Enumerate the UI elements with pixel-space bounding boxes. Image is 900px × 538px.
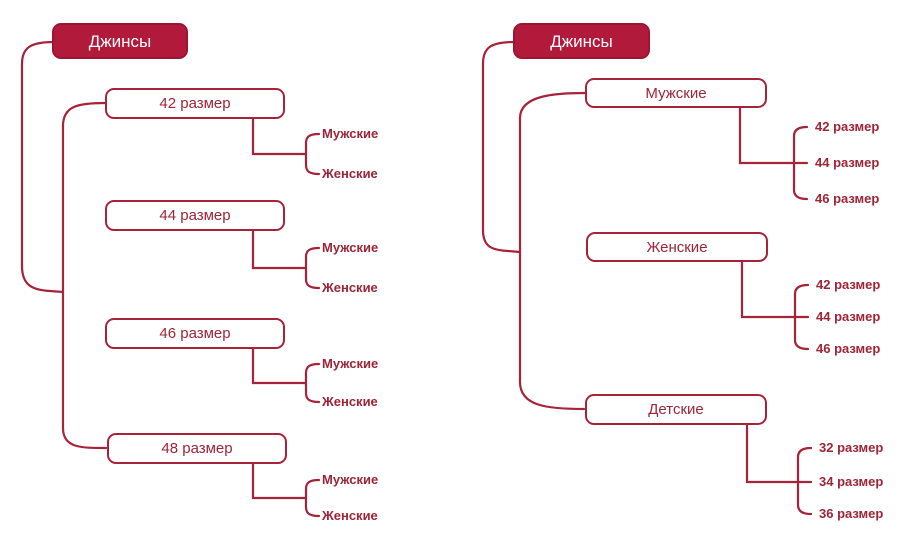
leaf-label: Мужские: [322, 240, 379, 256]
right-children-bus: [518, 91, 587, 411]
left-node-size-42: 42 размер: [105, 88, 285, 119]
leaf-label: Женские: [322, 166, 378, 182]
leaf-label: Женские: [322, 280, 378, 296]
leaf-label: Мужские: [322, 356, 379, 372]
left-node-size-48: 48 размер: [107, 433, 287, 464]
right-root-link: [481, 40, 522, 254]
leaf-label: 32 размер: [819, 440, 884, 456]
left-children-bus: [61, 101, 108, 450]
right-kids-bracket: [796, 446, 813, 516]
left-root-link: [20, 40, 65, 294]
left-node-size-46: 46 размер: [105, 318, 285, 349]
left-size44-drop: [251, 229, 308, 270]
leaf-label: 44 размер: [815, 155, 880, 171]
leaf-label: 42 размер: [815, 119, 880, 135]
right-node-women: Женские: [586, 232, 768, 262]
leaf-label: 46 размер: [815, 191, 880, 207]
leaf-label: 44 размер: [816, 309, 881, 325]
left-size42-drop: [251, 117, 308, 156]
leaf-label: 46 размер: [816, 341, 881, 357]
left-size46-drop: [251, 347, 308, 385]
left-size48-drop: [251, 462, 308, 500]
left-size48-bracket: [304, 478, 321, 518]
leaf-label: 34 размер: [819, 474, 884, 490]
left-node-size-44: 44 размер: [105, 200, 285, 231]
right-women-bracket: [793, 283, 810, 351]
right-kids-drop: [745, 422, 813, 484]
right-root-node: Джинсы: [513, 23, 650, 59]
right-men-drop: [738, 106, 809, 165]
leaf-label: 42 размер: [816, 277, 881, 293]
left-size42-bracket: [304, 132, 321, 176]
leaf-label: Женские: [322, 508, 378, 524]
right-node-kids: Детские: [585, 394, 767, 425]
right-node-men: Мужские: [585, 78, 767, 108]
right-women-drop: [740, 260, 810, 319]
leaf-label: 36 размер: [819, 506, 884, 522]
leaf-label: Мужские: [322, 126, 379, 142]
left-root-node: Джинсы: [52, 23, 188, 59]
leaf-label: Женские: [322, 394, 378, 410]
left-size46-bracket: [304, 362, 321, 404]
right-men-bracket: [792, 125, 809, 201]
leaf-label: Мужские: [322, 472, 379, 488]
left-size44-bracket: [304, 246, 321, 290]
